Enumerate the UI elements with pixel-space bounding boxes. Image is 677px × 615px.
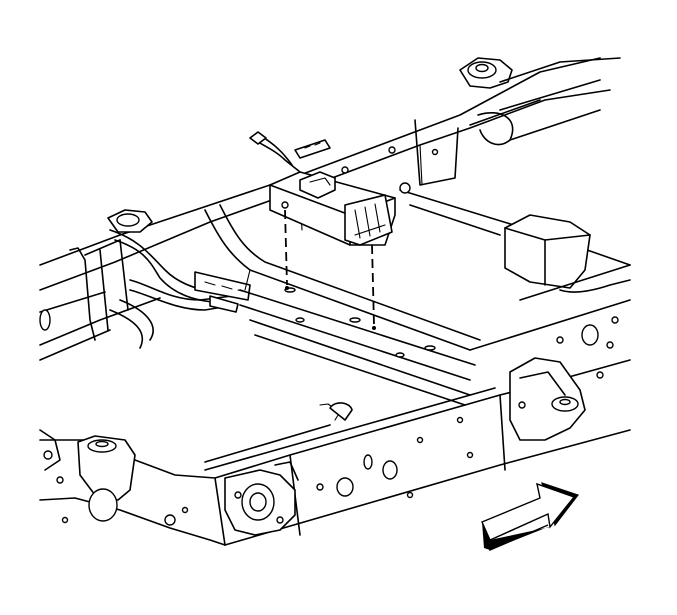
rear-near-bracket: [509, 357, 586, 441]
wiring-harness: [109, 229, 251, 349]
front-left-bracket: [69, 209, 153, 341]
rear-right-rail: [399, 189, 631, 379]
near-center-mount: [224, 461, 299, 536]
control-module: [249, 131, 411, 246]
front-direction-arrow-icon: [481, 482, 579, 552]
front-near-bracket: [39, 429, 189, 526]
center-crossmember: [204, 204, 481, 406]
installation-guides: [284, 209, 376, 330]
rear-upper-mount: [414, 57, 621, 186]
